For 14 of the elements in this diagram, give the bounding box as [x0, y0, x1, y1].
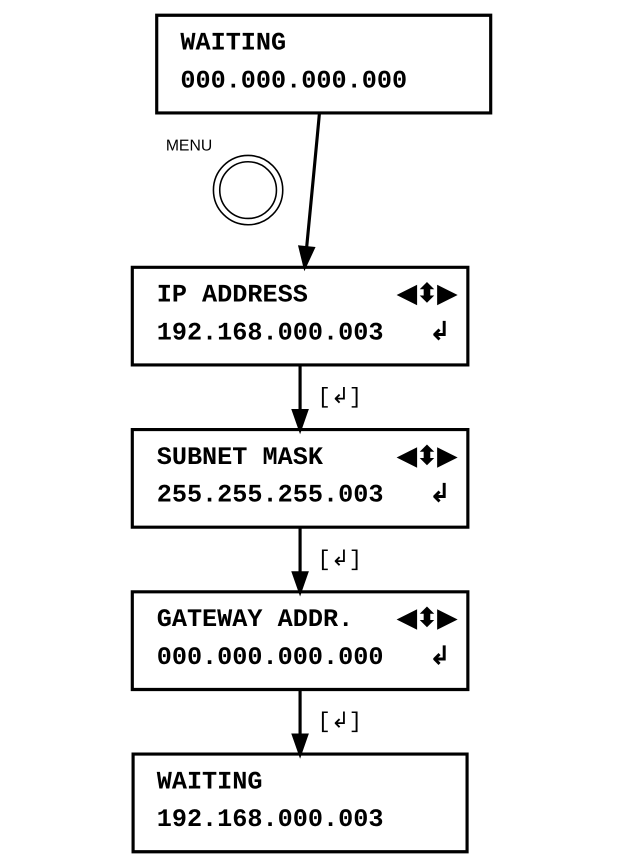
arrow — [291, 690, 309, 759]
edge-label: [↲] — [318, 547, 362, 572]
arrow — [291, 527, 309, 596]
edge-label: [↲] — [318, 710, 362, 735]
node-box: SUBNET MASK ◀⬍▶ 255.255.255.003 ↲ — [130, 428, 470, 529]
node-box: WAITING 192.168.000.003 — [132, 752, 469, 854]
arrow — [291, 365, 309, 434]
node-circle — [212, 154, 284, 226]
node-box: WAITING 000.000.000.000 — [155, 14, 492, 114]
edge-label: [↲] — [318, 385, 362, 410]
node-box: IP ADDRESS ◀⬍▶ 192.168.000.003 ↲ — [130, 266, 470, 367]
arrow — [298, 113, 321, 272]
node-label: MENU — [166, 138, 212, 155]
node-box: GATEWAY ADDR. ◀⬍▶ 000.000.000.000 ↲ — [130, 590, 470, 692]
